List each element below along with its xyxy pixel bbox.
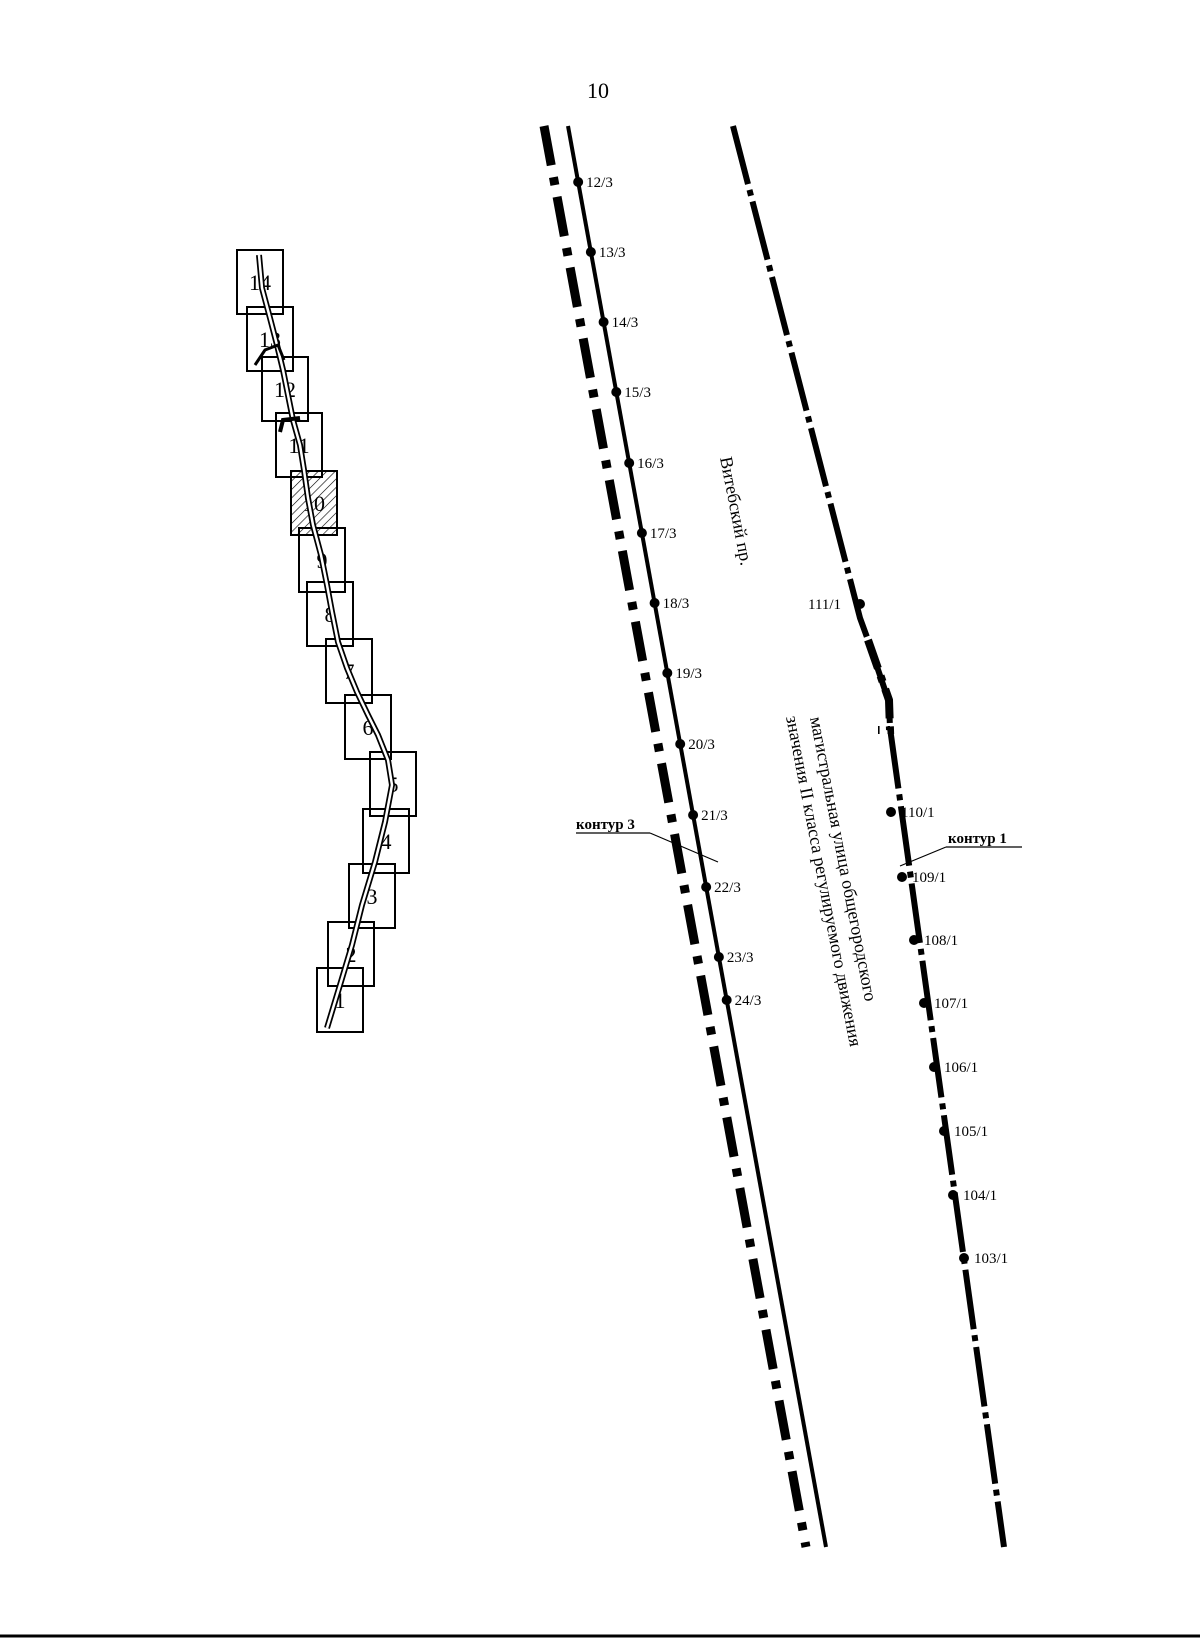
contour-3-label: контур 3 xyxy=(576,817,635,833)
survey-point xyxy=(929,1062,939,1072)
survey-point-label: 106/1 xyxy=(944,1060,978,1076)
survey-point-label: 23/3 xyxy=(727,950,754,966)
survey-point xyxy=(959,1253,969,1263)
survey-point-label: 14/3 xyxy=(612,315,639,331)
survey-point-label: 103/1 xyxy=(974,1251,1008,1267)
index-route-branch xyxy=(253,343,286,366)
survey-point-label: 19/3 xyxy=(675,666,702,682)
survey-point xyxy=(886,807,896,817)
survey-point xyxy=(721,995,732,1005)
contour-3-points: 12/3 13/3 14/3 15/3 16/3 17/3 18/3 19/3 20/3 21/3… xyxy=(573,175,761,1009)
survey-point xyxy=(662,668,673,678)
index-tile xyxy=(344,694,392,760)
red-line-left xyxy=(539,125,811,1548)
survey-point-label: 16/3 xyxy=(637,456,664,472)
index-route-branch-2 xyxy=(278,416,301,433)
survey-point xyxy=(649,598,660,608)
index-tile xyxy=(369,751,417,817)
contour-3-callout: контур 3 xyxy=(576,817,719,863)
survey-point xyxy=(611,387,622,397)
survey-point xyxy=(636,528,647,538)
index-tile-label: 3 xyxy=(367,884,378,909)
survey-point xyxy=(573,177,584,187)
index-tile xyxy=(327,921,375,987)
survey-point-label: 15/3 xyxy=(624,385,651,401)
survey-point xyxy=(855,599,865,609)
survey-point xyxy=(624,458,635,468)
contour-3-boundary xyxy=(566,125,828,1548)
survey-point-label: 12/3 xyxy=(586,175,613,191)
street-name: Витебский пр. xyxy=(716,455,757,567)
survey-point-label: 111/1 xyxy=(808,597,841,613)
page-number: 10 xyxy=(587,78,609,103)
survey-point-label: 18/3 xyxy=(663,596,690,612)
survey-point-label: 109/1 xyxy=(912,870,946,886)
index-tile xyxy=(236,249,284,315)
survey-point-label: 17/3 xyxy=(650,526,677,542)
survey-point-label: 110/1 xyxy=(901,805,935,821)
index-tile xyxy=(275,412,323,478)
index-tile-label: 6 xyxy=(363,715,374,740)
survey-point xyxy=(919,998,929,1008)
survey-point-label: 22/3 xyxy=(714,880,741,896)
contour-1-boundary xyxy=(730,125,1007,1548)
contour-1-jog xyxy=(864,638,895,734)
survey-point xyxy=(897,872,907,882)
contour-1-label: контур 1 xyxy=(948,831,1007,847)
survey-point-label: 20/3 xyxy=(688,737,715,753)
index-tile xyxy=(316,967,364,1033)
survey-point xyxy=(701,882,712,892)
index-tile xyxy=(325,638,373,704)
survey-point-label: 108/1 xyxy=(924,933,958,949)
survey-point-label: 21/3 xyxy=(701,808,728,824)
survey-point-label: 107/1 xyxy=(934,996,968,1012)
contour-1-callout: контур 1 xyxy=(899,831,1022,867)
contour-1-points: 111/1 110/1 109/1 108/1 107/1 106/1 105/1 104/1… xyxy=(808,597,1008,1267)
street-lines xyxy=(539,125,1007,1548)
survey-point xyxy=(948,1190,958,1200)
index-route-inner xyxy=(257,254,394,1029)
index-tile-label: 1 xyxy=(335,988,346,1013)
survey-point xyxy=(688,810,699,820)
survey-point-label: 24/3 xyxy=(735,993,762,1009)
survey-point xyxy=(585,247,596,257)
survey-point xyxy=(675,739,686,749)
survey-point-label: 104/1 xyxy=(963,1188,997,1204)
survey-point xyxy=(939,1126,949,1136)
survey-point xyxy=(909,935,919,945)
index-tile-label: 4 xyxy=(381,829,392,854)
survey-point-label: 13/3 xyxy=(599,245,626,261)
survey-point xyxy=(598,317,609,327)
survey-point-label: 105/1 xyxy=(954,1124,988,1140)
survey-point xyxy=(713,952,724,962)
index-tile xyxy=(306,581,354,647)
